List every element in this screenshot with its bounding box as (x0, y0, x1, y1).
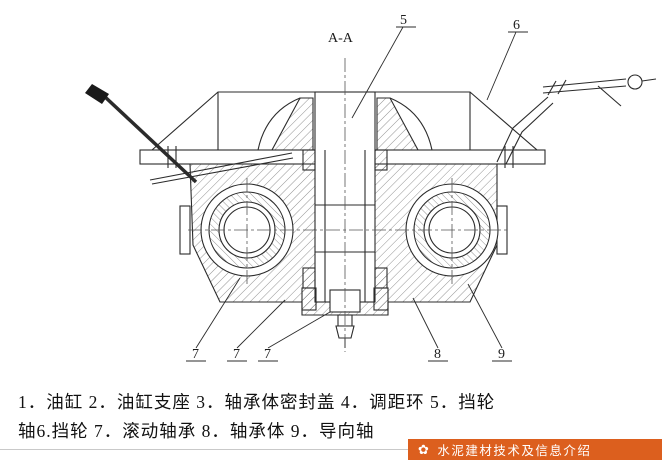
callout-7c: 7 (264, 347, 271, 362)
callout-9: 9 (498, 347, 505, 362)
watermark-logo-icon: ✿ (418, 442, 431, 457)
watermark-badge: ✿ 水泥建材技术及信息介绍 (408, 439, 662, 460)
callout-6: 6 (513, 18, 520, 33)
callout-8: 8 (434, 347, 441, 362)
leader-lines (186, 26, 528, 362)
technical-drawing: A-A 5 6 7 7 7 8 9 (85, 13, 657, 362)
left-lever (85, 84, 294, 185)
bottom-divider (0, 449, 414, 450)
caption-line-1: 1．油缸 2．油缸支座 3．轴承体密封盖 4．调距环 5．挡轮 (18, 392, 496, 412)
callout-7b: 7 (233, 347, 240, 362)
callout-5: 5 (400, 13, 407, 28)
parts-caption: 1．油缸 2．油缸支座 3．轴承体密封盖 4．调距环 5．挡轮 轴6.挡轮 7．… (18, 388, 638, 446)
section-label: A-A (328, 31, 354, 46)
watermark-text: 水泥建材技术及信息介绍 (437, 444, 592, 458)
caption-line-2: 轴6.挡轮 7．滚动轴承 8．轴承体 9．导向轴 (18, 421, 375, 441)
callout-7a: 7 (192, 347, 199, 362)
section-drawing-svg: A-A 5 6 7 7 7 8 9 (85, 13, 657, 362)
right-grease-fitting (496, 74, 657, 165)
centerlines (188, 58, 510, 352)
